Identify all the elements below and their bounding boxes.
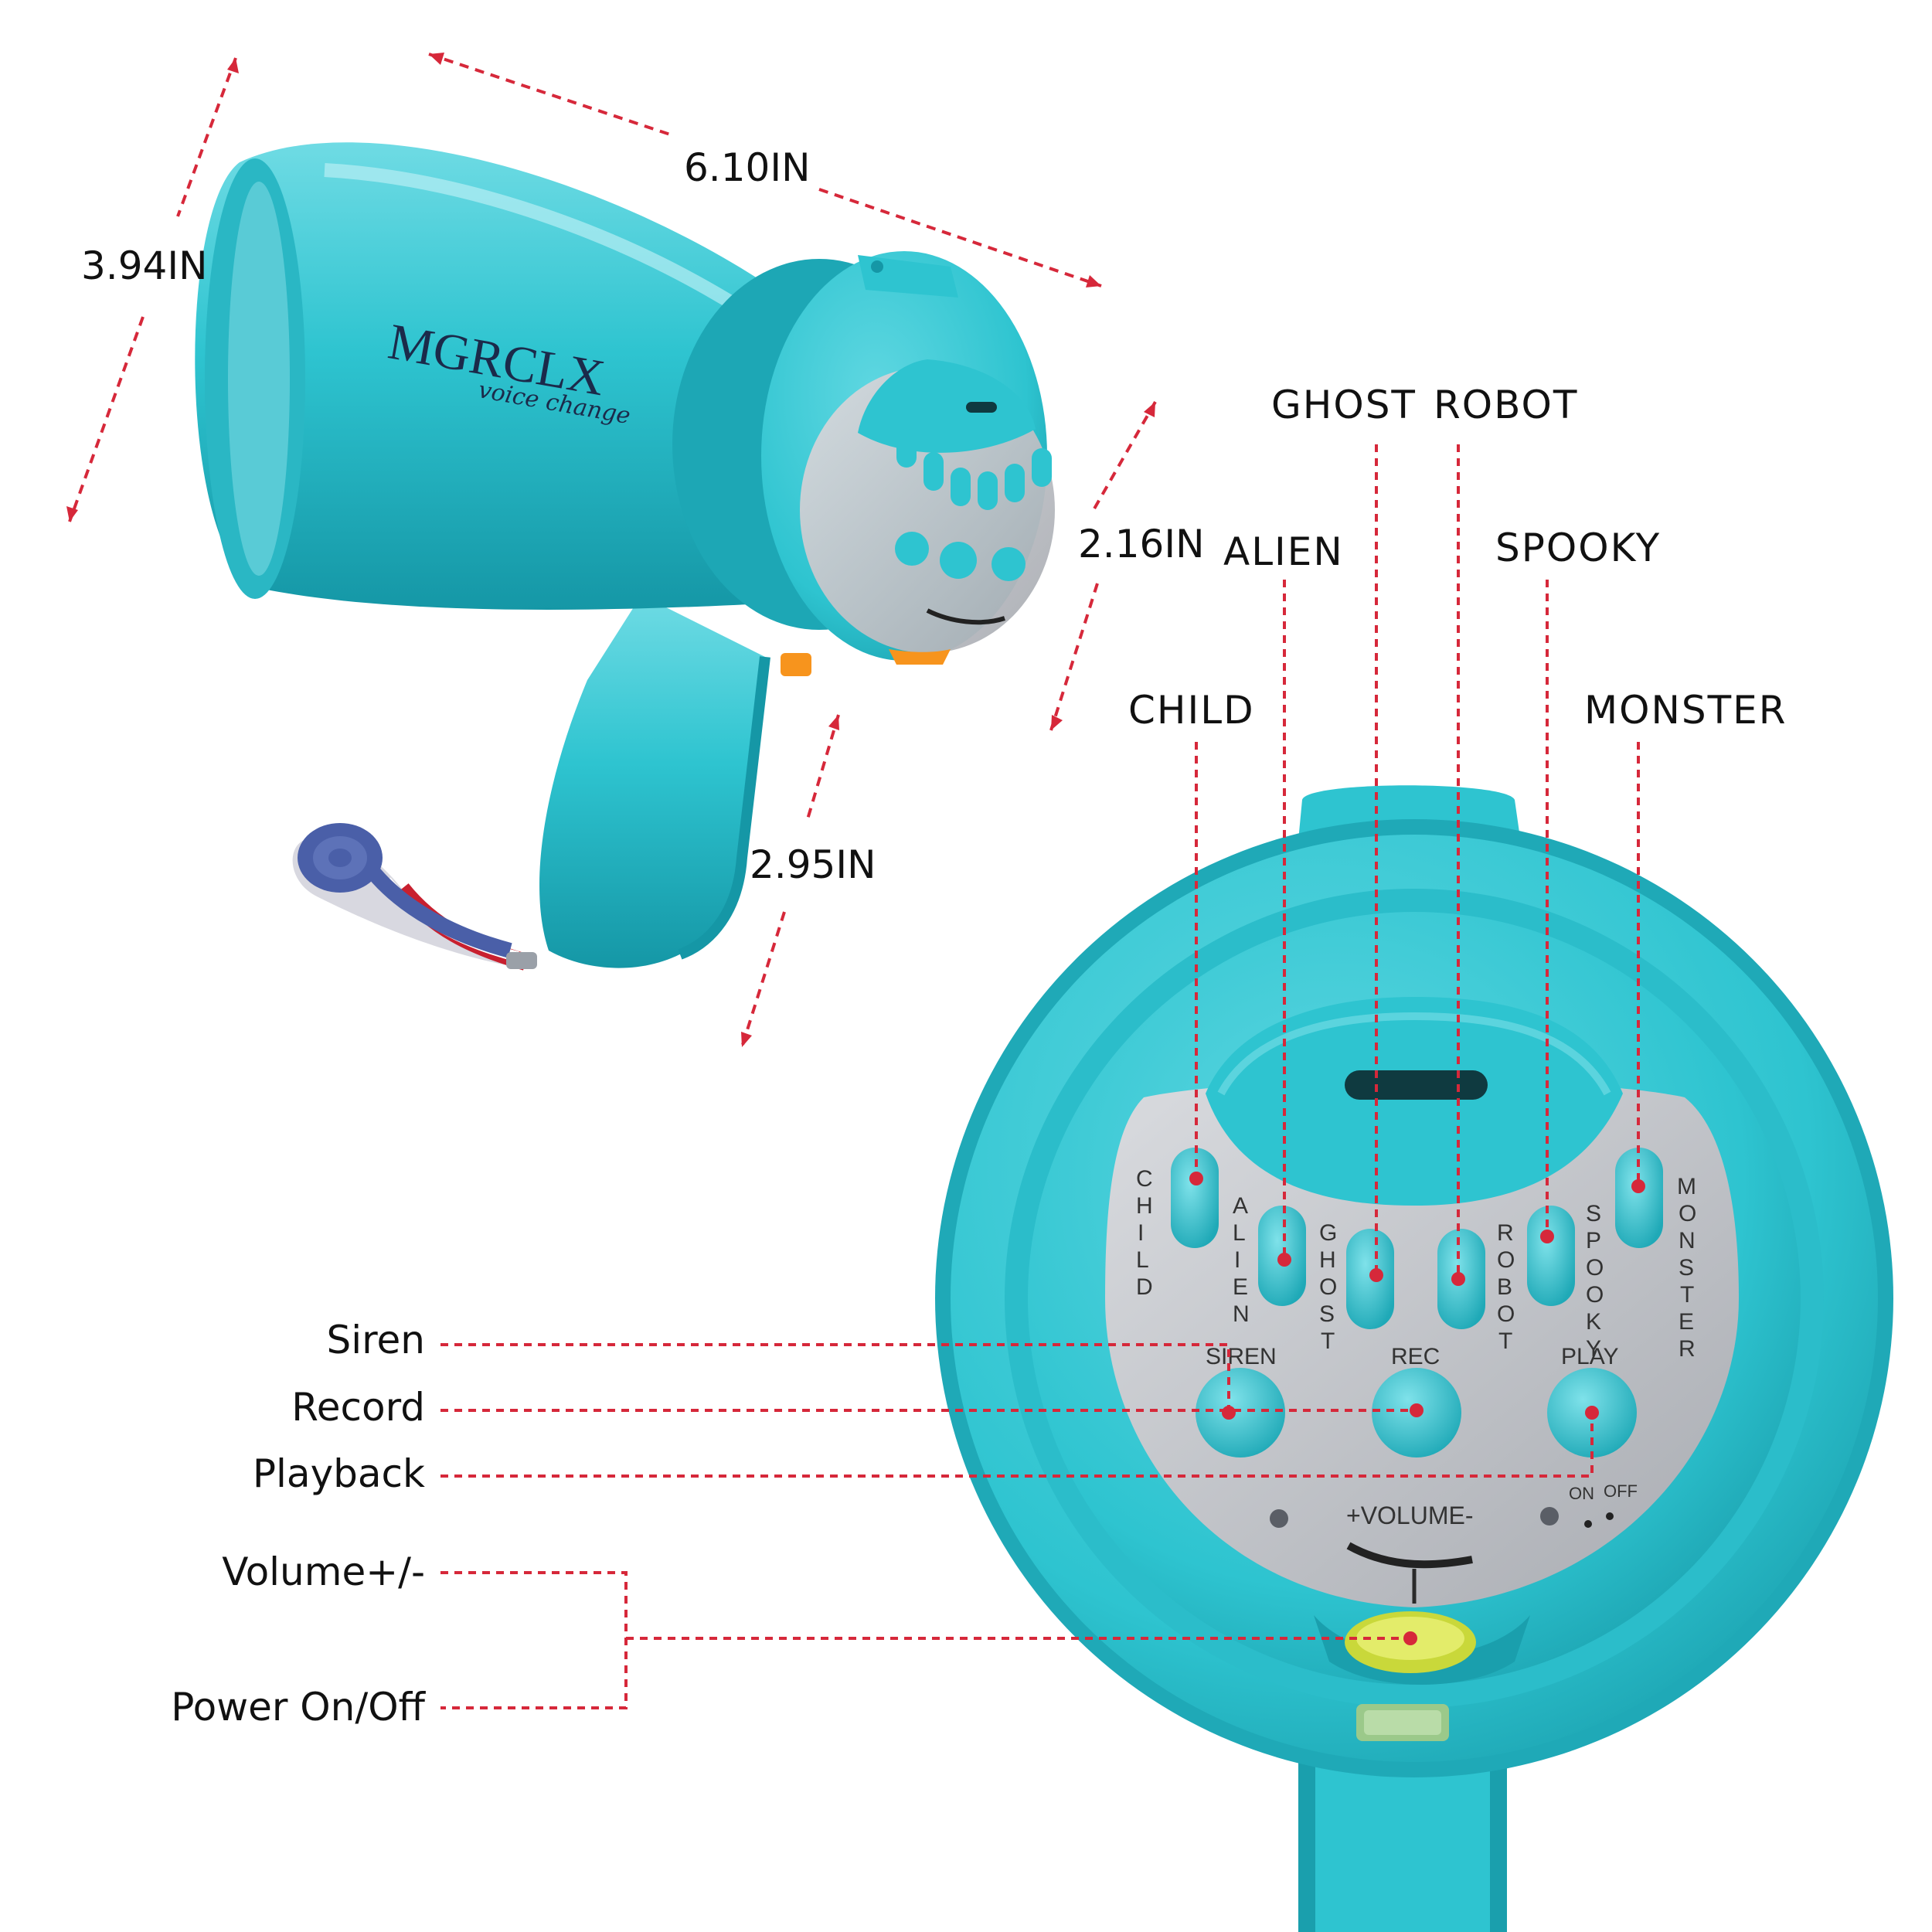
voice-callout-lines: [1195, 444, 1640, 1279]
on-panel-label: ON: [1569, 1484, 1594, 1503]
callout-record: Record: [291, 1385, 425, 1430]
megaphone-front-view: CHILD ALIEN GHOST ROBOT SPOOKY MONSTER S…: [935, 785, 1893, 1932]
panel-voice-labels: CHILD ALIEN GHOST ROBOT SPOOKY MONSTER: [1136, 1166, 1696, 1362]
svg-text:N: N: [1679, 1228, 1696, 1253]
monster-button[interactable]: [1615, 1148, 1663, 1248]
callout-alien: ALIEN: [1223, 529, 1344, 574]
dimension-lines: [68, 53, 1157, 1048]
svg-text:E: E: [1233, 1274, 1248, 1300]
svg-text:L: L: [1136, 1247, 1149, 1273]
callout-playback: Playback: [252, 1451, 425, 1496]
speaker-cover: [1206, 997, 1623, 1206]
svg-text:Y: Y: [1586, 1336, 1601, 1362]
siren-panel-label: SIREN: [1206, 1344, 1277, 1369]
svg-text:M: M: [1677, 1174, 1696, 1199]
megaphone-horn: [195, 142, 781, 610]
svg-text:R: R: [1497, 1220, 1514, 1246]
callout-power: Power On/Off: [171, 1685, 425, 1730]
voice-callout-dots: [1189, 1172, 1645, 1286]
svg-text:L: L: [1233, 1220, 1246, 1246]
megaphone-handle: [539, 595, 765, 968]
svg-text:I: I: [1138, 1220, 1144, 1246]
svg-text:S: S: [1586, 1201, 1601, 1226]
svg-text:O: O: [1586, 1282, 1604, 1308]
svg-text:T: T: [1498, 1328, 1512, 1354]
speaker-slot: [1345, 1070, 1488, 1100]
svg-text:T: T: [1680, 1282, 1694, 1308]
svg-text:S: S: [1319, 1301, 1335, 1327]
dimension-height: 3.94IN: [81, 243, 208, 288]
child-button[interactable]: [1171, 1148, 1219, 1248]
svg-text:E: E: [1679, 1309, 1694, 1335]
svg-text:H: H: [1136, 1193, 1153, 1219]
dimension-length: 6.10IN: [684, 145, 811, 190]
svg-text:O: O: [1679, 1201, 1696, 1226]
svg-text:P: P: [1586, 1228, 1601, 1253]
svg-text:G: G: [1319, 1220, 1337, 1246]
svg-text:A: A: [1233, 1193, 1248, 1219]
svg-text:K: K: [1586, 1309, 1601, 1335]
svg-text:O: O: [1497, 1247, 1515, 1273]
svg-text:R: R: [1679, 1336, 1696, 1362]
svg-text:O: O: [1586, 1255, 1604, 1281]
power-switch-side: [781, 653, 811, 676]
led-right: [1540, 1507, 1559, 1526]
callout-robot: ROBOT: [1434, 383, 1579, 427]
wrist-strap: [292, 823, 537, 971]
dimension-arrowheads: [66, 53, 1155, 1047]
svg-text:O: O: [1319, 1274, 1337, 1300]
svg-text:D: D: [1136, 1274, 1153, 1300]
rec-panel-label: REC: [1391, 1344, 1440, 1369]
svg-text:T: T: [1321, 1328, 1335, 1354]
ghost-button[interactable]: [1346, 1229, 1394, 1329]
svg-text:S: S: [1679, 1255, 1694, 1281]
callout-volume: Volume+/-: [222, 1549, 425, 1594]
callout-ghost: GHOST: [1271, 383, 1417, 427]
callout-spooky: SPOOKY: [1495, 526, 1662, 570]
siren-button[interactable]: [1196, 1368, 1285, 1458]
control-callout-dots: [1222, 1403, 1599, 1645]
dimension-handle: 2.95IN: [750, 842, 876, 887]
off-panel-label: OFF: [1604, 1481, 1638, 1501]
led-left: [1270, 1509, 1288, 1528]
svg-text:C: C: [1136, 1166, 1153, 1192]
svg-text:O: O: [1497, 1301, 1515, 1327]
play-panel-label: PLAY: [1561, 1344, 1619, 1369]
volume-panel-label: +VOLUME-: [1346, 1502, 1473, 1529]
callout-siren: Siren: [326, 1318, 425, 1362]
spooky-button[interactable]: [1527, 1206, 1575, 1306]
callout-child: CHILD: [1128, 688, 1255, 733]
megaphone-side-view: MGRCLX voice change: [195, 142, 1055, 971]
svg-text:H: H: [1319, 1247, 1336, 1273]
svg-text:I: I: [1234, 1247, 1240, 1273]
callout-monster: MONSTER: [1584, 688, 1787, 733]
control-callout-lines: [440, 1343, 1594, 1709]
svg-text:N: N: [1233, 1301, 1250, 1327]
dimension-panel-height: 2.16IN: [1078, 522, 1205, 566]
volume-arc: [1346, 1542, 1473, 1569]
svg-text:B: B: [1497, 1274, 1512, 1300]
